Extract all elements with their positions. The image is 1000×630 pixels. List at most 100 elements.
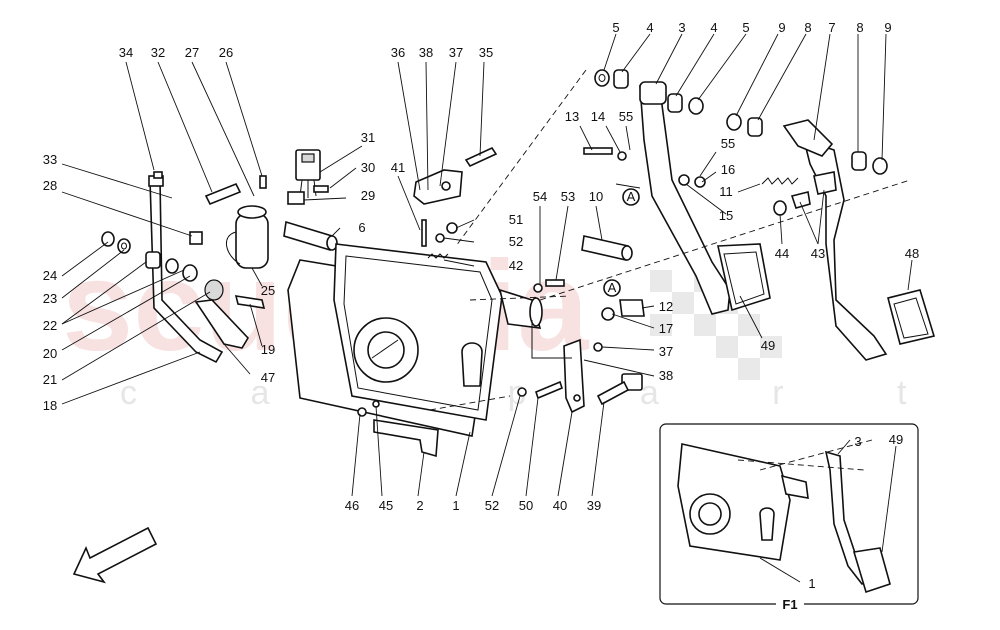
part-label-37b: 37 xyxy=(659,344,673,359)
pedal-pad-49-inner xyxy=(723,251,765,305)
callout-a-mid: A xyxy=(608,280,617,295)
inset-title: F1 xyxy=(782,597,797,612)
inset-f1: F1 xyxy=(659,423,919,612)
tube-10 xyxy=(581,235,629,261)
part-label-38b: 38 xyxy=(659,368,673,383)
part-label-45: 45 xyxy=(379,498,393,513)
inset-axis-1 xyxy=(737,459,865,471)
lever-7 xyxy=(782,119,834,157)
washer-5a-hole xyxy=(598,74,606,82)
inset-shaft xyxy=(780,474,809,499)
callout-a-mid-circle xyxy=(603,279,621,297)
part-label-38a: 38 xyxy=(419,45,433,60)
part-label-43: 43 xyxy=(811,246,825,261)
part-label-30: 30 xyxy=(361,160,375,175)
bracket-47 xyxy=(194,299,249,349)
clamp-32 xyxy=(204,182,242,206)
part-label-18: 18 xyxy=(43,398,57,413)
part-label-10: 10 xyxy=(589,189,603,204)
bushing-8a xyxy=(747,117,763,137)
bushing-4b xyxy=(667,93,683,113)
inset-leader-3 xyxy=(837,439,851,455)
part-label-49b: 49 xyxy=(889,432,903,447)
pedal-pad-48-inner xyxy=(893,297,929,339)
switch-39 xyxy=(621,373,643,391)
axis-line-low xyxy=(469,295,571,301)
washer-24 xyxy=(101,231,115,247)
washer-9a xyxy=(726,113,742,131)
part-label-48: 48 xyxy=(905,246,919,261)
axis-line-pedal xyxy=(539,179,911,301)
part-label-8a: 8 xyxy=(804,20,811,35)
part-label-3b: 3 xyxy=(854,434,861,449)
block-12 xyxy=(619,299,645,317)
part-label-36: 36 xyxy=(391,45,405,60)
part-label-53: 53 xyxy=(561,189,575,204)
washer-5a xyxy=(594,69,610,87)
bolt-46 xyxy=(357,407,367,417)
part-label-1b: 1 xyxy=(808,576,815,591)
spring-21 xyxy=(204,279,224,301)
part-label-14: 14 xyxy=(591,109,605,124)
callout-a-left-circle xyxy=(622,188,640,206)
part-label-50: 50 xyxy=(519,498,533,513)
inset-cylinder-port xyxy=(698,502,722,526)
washer-23 xyxy=(117,238,131,254)
part-label-55b: 55 xyxy=(721,136,735,151)
leader-lines xyxy=(61,33,913,497)
reservoir-cap xyxy=(237,205,267,219)
part-label-20: 20 xyxy=(43,346,57,361)
bracket-28 xyxy=(189,231,203,245)
screw-26 xyxy=(259,175,267,189)
inset-title-bg xyxy=(776,594,804,612)
callout-a-left: A xyxy=(627,189,636,204)
part-label-4b: 4 xyxy=(710,20,717,35)
part-label-39: 39 xyxy=(587,498,601,513)
part-label-9b: 9 xyxy=(884,20,891,35)
axis-line-top xyxy=(455,69,587,247)
bolt-35 xyxy=(464,146,498,168)
part-label-24: 24 xyxy=(43,268,57,283)
pedal-7 xyxy=(802,138,888,361)
bushing-22 xyxy=(145,251,161,269)
nut-37b xyxy=(593,342,603,352)
tube-10-end xyxy=(621,245,633,261)
part-label-19: 19 xyxy=(261,342,275,357)
part-label-15: 15 xyxy=(719,208,733,223)
inset-pad xyxy=(852,547,891,594)
part-label-3a: 3 xyxy=(678,20,685,35)
part-label-29: 29 xyxy=(361,188,375,203)
part-label-49a: 49 xyxy=(761,338,775,353)
inset-keyhole xyxy=(759,507,775,541)
spring-11 xyxy=(761,177,799,185)
bracket-line-mid xyxy=(531,320,572,359)
bracket-40 xyxy=(563,338,585,414)
bolt-50 xyxy=(535,380,563,400)
part-label-13: 13 xyxy=(565,109,579,124)
part-label-12: 12 xyxy=(659,299,673,314)
assembly-lines xyxy=(429,69,911,411)
washer-20 xyxy=(182,264,198,282)
nut-16 xyxy=(694,176,706,188)
reservoir-body xyxy=(235,213,269,269)
ring-44 xyxy=(773,200,787,216)
pedal-pad-49 xyxy=(717,243,771,312)
part-label-17: 17 xyxy=(659,321,673,336)
part-label-5a: 5 xyxy=(612,20,619,35)
part-label-8b: 8 xyxy=(856,20,863,35)
cylinder-port-detail xyxy=(371,339,399,359)
bracket-36 xyxy=(413,169,463,205)
washer-54 xyxy=(533,283,543,293)
bushing-4a xyxy=(613,69,629,89)
spring-42 xyxy=(427,253,449,259)
part-label-4a: 4 xyxy=(646,20,653,35)
pivot-shaft-end xyxy=(529,297,543,327)
part-label-37a: 37 xyxy=(449,45,463,60)
bolt-30 xyxy=(313,185,329,193)
part-label-6: 6 xyxy=(358,220,365,235)
part-label-11: 11 xyxy=(719,184,733,199)
part-label-22: 22 xyxy=(43,318,57,333)
washer-17 xyxy=(601,307,615,321)
